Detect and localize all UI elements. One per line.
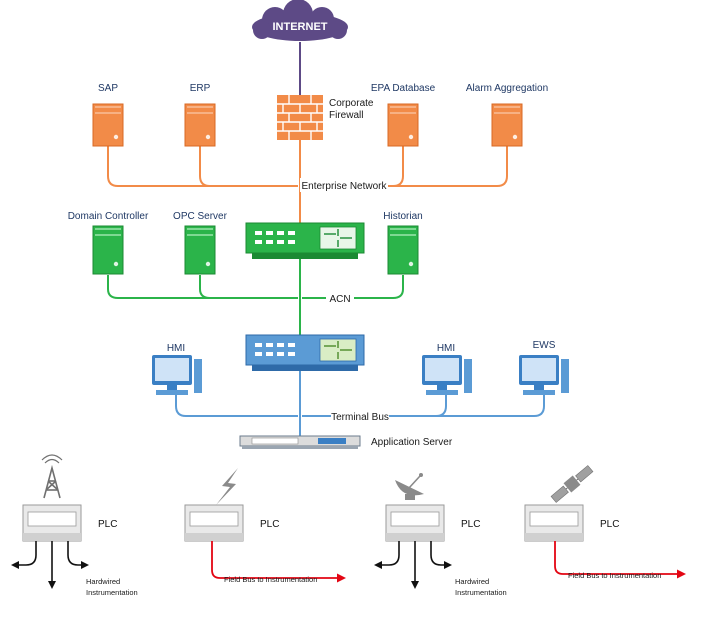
firewall-label-line1: Corporate [329, 98, 374, 109]
lightning-icon [216, 468, 238, 505]
plc-2-link-label: Field Bus to Instrumentation [224, 575, 317, 584]
domain-controller-server-icon [92, 225, 124, 275]
ews-computer-icon [519, 355, 569, 395]
server-label-opc-server: OPC Server [173, 211, 228, 222]
satellite-icon [550, 465, 594, 503]
plc-3-hardwired-arrows [374, 541, 452, 589]
application-server-icon [239, 435, 361, 449]
terminal-bus-label-bg [331, 409, 389, 423]
server-label-domain-controller: Domain Controller [68, 211, 149, 222]
historian-server-icon [387, 225, 419, 275]
application-server-label: Application Server [371, 437, 453, 448]
plc-4-fieldbus-arrow [554, 541, 686, 579]
server-label-erp: ERP [190, 83, 211, 94]
server-label-sap: SAP [98, 83, 118, 94]
firewall-label-line2: Firewall [329, 110, 363, 121]
satellite-dish-icon [395, 473, 424, 500]
sap-server-icon [92, 103, 124, 147]
workstation-label-ews: EWS [533, 340, 556, 351]
plc-3-label: PLC [461, 519, 480, 530]
plc-1-icon [22, 504, 82, 542]
server-label-historian: Historian [383, 211, 422, 222]
plc-3-link-line1: Hardwired [455, 577, 489, 586]
plc-4-label: PLC [600, 519, 619, 530]
plc-2-icon [184, 504, 244, 542]
server-label-epa-database: EPA Database [371, 83, 436, 94]
plc-2-label: PLC [260, 519, 279, 530]
opc-server-icon [184, 225, 216, 275]
enterprise-network-lines [107, 140, 508, 223]
radio-tower-icon [41, 454, 63, 499]
hmi-2-computer-icon [422, 355, 472, 395]
acn-switch-icon [245, 222, 365, 259]
hmi-1-computer-icon [152, 355, 202, 395]
plc-1-label: PLC [98, 519, 117, 530]
plc-2-fieldbus-arrow [211, 541, 346, 583]
epa-database-server-icon [387, 103, 419, 147]
plc-4-link-label: Field Bus to Instrumentation [568, 571, 661, 580]
workstation-label-hmi-1: HMI [167, 343, 185, 354]
workstation-label-hmi-2: HMI [437, 343, 455, 354]
alarm-aggregation-server-icon [491, 103, 523, 147]
acn-lines [107, 256, 404, 335]
acn-label-bg [326, 291, 354, 305]
erp-server-icon [184, 103, 216, 147]
plc-1-link-line2: Instrumentation [86, 588, 138, 597]
terminal-switch-icon [245, 334, 365, 371]
plc-1-link-line1: Hardwired [86, 577, 120, 586]
terminal-bus-lines [175, 368, 545, 436]
plc-3-link-line2: Instrumentation [455, 588, 507, 597]
enterprise-network-label: Enterprise Network [301, 181, 387, 192]
internet-label: INTERNET [273, 21, 328, 33]
plc-1-hardwired-arrows [11, 541, 89, 589]
acn-label: ACN [329, 294, 350, 305]
terminal-bus-label: Terminal Bus [331, 412, 389, 423]
plc-4-icon [524, 504, 584, 542]
plc-3-icon [385, 504, 445, 542]
server-label-alarm-aggregation: Alarm Aggregation [466, 83, 548, 94]
internet-cloud-icon [252, 0, 348, 41]
enterprise-label-bg [300, 178, 388, 192]
firewall-icon [277, 95, 323, 140]
